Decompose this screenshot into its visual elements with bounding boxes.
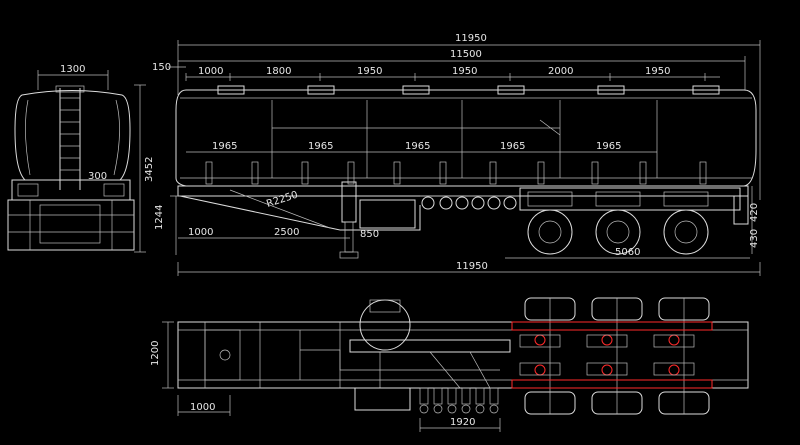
overall-length-bottom-label: 11950 <box>456 261 488 272</box>
front-height-label: 3452 <box>144 157 155 182</box>
dim-420-label: 420 <box>749 203 760 222</box>
hatch-dim-2: 1800 <box>266 66 291 77</box>
baffle-dim-4: 1965 <box>500 141 525 152</box>
front-width-label: 1300 <box>60 64 85 75</box>
bottom-valves <box>205 161 707 185</box>
manhole-row <box>217 85 720 95</box>
kingpin-offset-label: 1000 <box>188 227 213 238</box>
plan-suspension-highlights <box>511 321 713 389</box>
baffle-dim-2: 1965 <box>308 141 333 152</box>
hatch-dim-ticks <box>185 73 706 81</box>
radius-label: R2250 <box>265 190 299 210</box>
dim-430-label: 430 <box>749 229 760 248</box>
baffle-dim-5: 1965 <box>596 141 621 152</box>
plan-view: 1200 1000 1920 <box>150 297 749 432</box>
plan-frame <box>177 321 749 389</box>
plan-tires <box>524 297 710 415</box>
baffle-dim-1: 1965 <box>212 141 237 152</box>
front-offset-label: 150 <box>152 62 171 73</box>
tank-length-label: 11500 <box>450 49 482 60</box>
hatch-dim-6: 1950 <box>645 66 670 77</box>
hatch-dim-3: 1950 <box>357 66 382 77</box>
axle-group <box>519 187 749 255</box>
leg-offset-label: 2500 <box>274 227 299 238</box>
axle-spread-label: 5060 <box>615 247 640 258</box>
front-small-label: 300 <box>88 171 107 182</box>
hatch-dim-4: 1950 <box>452 66 477 77</box>
landing-gear <box>339 181 416 259</box>
plan-1920-label: 1920 <box>450 417 475 428</box>
hatch-dim-1: 1000 <box>198 66 223 77</box>
landing-gear-label: 850 <box>360 229 379 240</box>
height-1244-label: 1244 <box>154 205 165 230</box>
side-view: 11950 11500 150 1000 1800 1950 1950 2000… <box>152 33 761 276</box>
front-ladder <box>55 85 85 190</box>
discharge-manifold <box>420 195 520 210</box>
tank-body <box>175 89 757 187</box>
hatch-dim-5: 2000 <box>548 66 573 77</box>
front-tank-outline <box>14 90 131 181</box>
front-view: 1300 300 3452 <box>7 64 155 253</box>
overall-length-label: 11950 <box>455 33 487 44</box>
plan-width-label: 1200 <box>150 341 161 366</box>
plan-valves <box>354 387 499 414</box>
plan-front-label: 1000 <box>190 402 215 413</box>
baffle-dim-3: 1965 <box>405 141 430 152</box>
compartment-walls <box>271 100 658 178</box>
